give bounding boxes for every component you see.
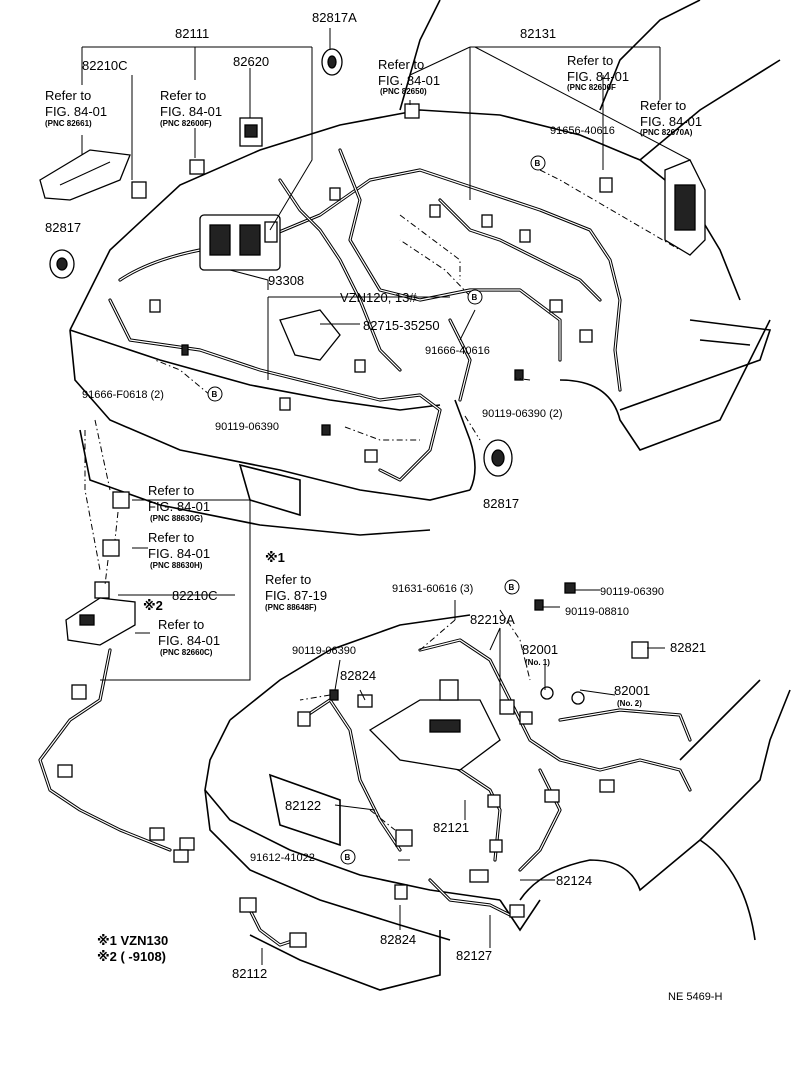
note-2-marker: ※2 xyxy=(143,598,163,613)
b-marker-3 xyxy=(207,386,223,402)
label-82219a: 82219A xyxy=(470,612,515,627)
label-91666-40616: 91666-40616 xyxy=(425,345,490,357)
svg-text:B: B xyxy=(535,159,541,168)
svg-text:FIG. 87-19: FIG. 87-19 xyxy=(265,588,327,603)
label-82001-a-sub: (No. 1) xyxy=(525,658,550,667)
b-marker-1 xyxy=(530,155,546,171)
label-82817-mid: 82817 xyxy=(483,496,519,511)
label-91612-41022: 91612-41022 xyxy=(250,852,315,864)
ref-82660c: Refer to FIG. 84-01 (PNC 82660C) xyxy=(158,617,220,657)
label-93308: 93308 xyxy=(268,273,304,288)
svg-text:(PNC 82650): (PNC 82650) xyxy=(380,87,427,96)
ref-88648f: Refer to FIG. 87-19 (PNC 88648F) xyxy=(265,572,327,612)
label-90119-06390-c: 90119-06390 xyxy=(600,586,664,598)
ref-88630h: Refer to FIG. 84-01 (PNC 88630H) xyxy=(148,530,210,570)
ref-82650: Refer to FIG. 84-01 (PNC 82650) xyxy=(378,57,440,96)
svg-text:(PNC 88630G): (PNC 88630G) xyxy=(150,514,203,523)
bottom-components xyxy=(239,582,649,948)
label-82824-b: 82824 xyxy=(380,932,416,947)
svg-text:FIG. 84-01: FIG. 84-01 xyxy=(158,633,220,648)
svg-text:FIG. 84-01: FIG. 84-01 xyxy=(148,546,210,561)
ref-82600f-left: Refer to FIG. 84-01 (PNC 82600F) xyxy=(160,88,222,128)
svg-text:FIG. 84-01: FIG. 84-01 xyxy=(160,104,222,119)
label-90119-08810: 90119-08810 xyxy=(565,606,629,618)
label-91631-60616: 91631-60616 (3) xyxy=(392,583,473,595)
svg-text:(PNC 82660C): (PNC 82660C) xyxy=(160,648,213,657)
svg-text:(PNC 88630H): (PNC 88630H) xyxy=(150,561,203,570)
svg-text:FIG. 84-01: FIG. 84-01 xyxy=(567,69,629,84)
label-82112: 82112 xyxy=(232,966,267,981)
label-82001-b-sub: (No. 2) xyxy=(617,699,642,708)
label-82111: 82111 xyxy=(175,26,209,41)
legend-note-2: ※2 ( -9108) xyxy=(97,949,166,964)
label-82821: 82821 xyxy=(670,640,706,655)
svg-text:B: B xyxy=(345,853,351,862)
svg-text:(PNC 82661): (PNC 82661) xyxy=(45,119,92,128)
legend-note-1: ※1 VZN130 xyxy=(97,933,168,948)
svg-text:Refer to: Refer to xyxy=(160,88,206,103)
b-markers: B B B B B xyxy=(207,155,546,865)
part-labels: 82111 82817A 82131 82210C 82620 82817 93… xyxy=(45,10,722,1003)
svg-text:Refer to: Refer to xyxy=(378,57,424,72)
label-vzn120: VZN120, 13# xyxy=(340,290,417,305)
svg-text:FIG. 84-01: FIG. 84-01 xyxy=(148,499,210,514)
label-90119-06390-a: 90119-06390 xyxy=(215,421,279,433)
b-marker-2 xyxy=(467,289,483,305)
svg-text:FIG. 84-01: FIG. 84-01 xyxy=(640,114,702,129)
svg-text:Refer to: Refer to xyxy=(45,88,91,103)
label-82715: 82715-35250 xyxy=(363,318,440,333)
label-90119-06390-b: 90119-06390 (2) xyxy=(482,408,563,420)
ref-82670a: Refer to FIG. 84-01 (PNC 82670A) xyxy=(640,98,702,137)
label-82124: 82124 xyxy=(556,873,592,888)
label-82210c-top: 82210C xyxy=(82,58,128,73)
svg-text:B: B xyxy=(472,293,478,302)
ref-88630g: Refer to FIG. 84-01 (PNC 88630G) xyxy=(148,483,210,523)
ref-82600f-right: Refer to FIG. 84-01 (PNC 82600F xyxy=(567,53,629,92)
svg-text:Refer to: Refer to xyxy=(148,483,194,498)
svg-text:(PNC 82670A): (PNC 82670A) xyxy=(640,128,693,137)
svg-text:B: B xyxy=(509,583,515,592)
svg-text:Refer to: Refer to xyxy=(567,53,613,68)
top-engine-harness xyxy=(108,148,622,482)
label-82127: 82127 xyxy=(456,948,492,963)
leader-lines xyxy=(81,28,691,965)
label-82121: 82121 xyxy=(433,820,469,835)
label-90119-06390-d: 90119-06390 xyxy=(292,645,356,657)
label-82824-a: 82824 xyxy=(340,668,376,683)
svg-text:Refer to: Refer to xyxy=(148,530,194,545)
label-82817-left: 82817 xyxy=(45,220,81,235)
svg-text:Refer to: Refer to xyxy=(265,572,311,587)
label-82001-a: 82001 xyxy=(522,642,558,657)
note-1-marker: ※1 xyxy=(265,550,285,565)
label-82001-b: 82001 xyxy=(614,683,650,698)
label-82131: 82131 xyxy=(520,26,556,41)
svg-text:FIG. 84-01: FIG. 84-01 xyxy=(45,104,107,119)
svg-text:(PNC 82600F): (PNC 82600F) xyxy=(160,119,212,128)
svg-text:Refer to: Refer to xyxy=(640,98,686,113)
label-82817a: 82817A xyxy=(312,10,357,25)
bottom-vehicle-body xyxy=(204,614,791,991)
b-marker-5 xyxy=(340,849,356,865)
svg-text:FIG. 84-01: FIG. 84-01 xyxy=(378,73,440,88)
b-marker-4 xyxy=(504,579,520,595)
svg-text:Refer to: Refer to xyxy=(158,617,204,632)
left-sub-harness xyxy=(38,491,195,863)
ref-82661: Refer to FIG. 84-01 (PNC 82661) xyxy=(45,88,107,128)
svg-text:(PNC 82600F: (PNC 82600F xyxy=(567,83,616,92)
svg-text:B: B xyxy=(212,390,218,399)
label-82620: 82620 xyxy=(233,54,269,69)
diagram-code: NE 5469-H xyxy=(668,991,722,1003)
label-82210c-mid: 82210C xyxy=(172,588,218,603)
label-91666-f0618: 91666-F0618 (2) xyxy=(82,389,164,401)
label-91656-40616: 91656-40616 xyxy=(550,125,615,137)
top-components xyxy=(39,48,706,477)
svg-text:(PNC 88648F): (PNC 88648F) xyxy=(265,603,317,612)
reference-notes: Refer to FIG. 84-01 (PNC 82661) Refer to… xyxy=(45,53,702,657)
label-82122: 82122 xyxy=(285,798,321,813)
